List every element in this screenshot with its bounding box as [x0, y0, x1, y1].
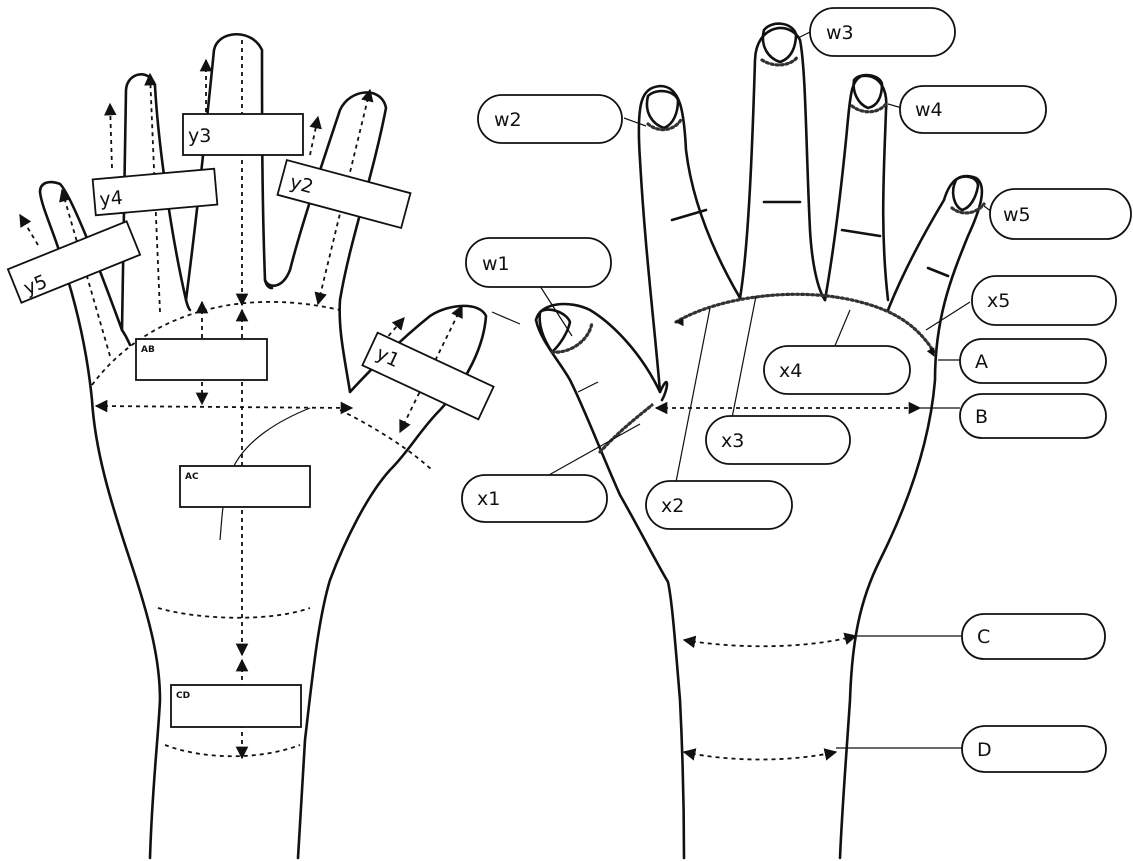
thumb-knuckle-mark: [577, 381, 599, 393]
svg-text:x1: x1: [477, 488, 500, 510]
finger-box-y3: y3: [182, 113, 304, 156]
svg-text:w2: w2: [494, 109, 522, 131]
thumb-nail-dots: [550, 320, 594, 354]
nail-dots-middle: [760, 54, 800, 67]
svg-text:x5: x5: [987, 290, 1010, 312]
svg-text:x4: x4: [779, 360, 802, 382]
label-x5: x5: [971, 275, 1117, 326]
label-x2: x2: [645, 480, 793, 530]
region-box-cd: CD: [170, 684, 302, 728]
svg-text:AC: AC: [185, 472, 199, 482]
back-thumb-outline: [534, 302, 669, 402]
leader-w1: [539, 285, 573, 337]
finger-gap-2: [184, 298, 192, 312]
finger-gap-3: [263, 278, 274, 290]
leader-x2: [675, 307, 711, 483]
finger-arrow-y1-b: [377, 317, 405, 349]
leader-x1: [539, 423, 641, 481]
finger-box-y4: y4: [91, 167, 219, 217]
label-w1: w1: [465, 237, 612, 288]
leader-w3: [797, 31, 811, 39]
svg-text:x2: x2: [661, 495, 684, 517]
finger-arrow-y5: [59, 188, 111, 357]
svg-text:y4: y4: [99, 187, 124, 211]
knuckle-mark-index: [670, 208, 708, 222]
palm-arc-d: [164, 744, 301, 758]
svg-text:x3: x3: [721, 430, 744, 452]
palm-hand-outline: [38, 33, 488, 860]
finger-box-y1: y1: [361, 331, 495, 421]
back-finger-middle: [738, 26, 827, 302]
label-x4: x4: [763, 345, 911, 395]
back-wrist-arrow-c: [682, 632, 858, 649]
svg-text:B: B: [975, 406, 988, 428]
svg-text:w3: w3: [826, 22, 854, 44]
palm-arc-c: [157, 607, 311, 619]
finger-box-y2: y2: [276, 158, 412, 230]
label-w4: w4: [899, 85, 1047, 134]
nail-ring: [852, 73, 884, 110]
label-a: A: [959, 338, 1107, 384]
nail-dots-ring: [850, 102, 888, 114]
svg-text:A: A: [975, 351, 988, 373]
thumb-base-line: [339, 409, 433, 471]
nail-index: [645, 89, 680, 130]
nail-dots-little: [950, 202, 986, 215]
back-thumb-lower: [534, 318, 686, 860]
back-thumb-base-arc: [598, 403, 654, 454]
finger-arrow-y2-b: [309, 115, 322, 156]
svg-text:w5: w5: [1003, 204, 1031, 226]
label-w5: w5: [989, 188, 1132, 240]
back-finger-little: [838, 174, 984, 860]
nail-dots-index: [646, 116, 684, 132]
label-x1: x1: [461, 474, 608, 523]
leader-x3: [731, 295, 757, 419]
label-c: C: [961, 613, 1106, 660]
label-d: D: [961, 725, 1107, 773]
finger-arrow-y5-b: [19, 213, 39, 246]
back-hand: w1 w2 w3 w4 w5 x5 A x4: [461, 7, 1132, 860]
knuckle-mark-ring: [840, 228, 882, 238]
back-arc-a-arrow-right: [926, 347, 935, 357]
finger-gap-1: [120, 328, 132, 347]
leader-x4: [833, 309, 851, 349]
svg-text:w1: w1: [482, 253, 510, 275]
palm-hand: y5 y4 y3 y2 y1 AB AC CD: [6, 33, 495, 860]
svg-text:AB: AB: [141, 345, 155, 355]
finger-arrow-y4-b: [104, 102, 117, 169]
back-knuckle-arc: [674, 292, 936, 354]
leader-w2: [623, 117, 647, 127]
label-w3: w3: [809, 7, 956, 57]
thumb-nail: [538, 308, 572, 354]
label-x3: x3: [705, 415, 851, 465]
svg-text:y3: y3: [188, 125, 211, 147]
finger-box-y5: y5: [6, 220, 142, 304]
svg-text:w4: w4: [915, 99, 943, 121]
palm-width-arrow: [94, 399, 354, 415]
svg-text:C: C: [977, 626, 990, 648]
leader-w1-b: [491, 311, 521, 325]
region-box-ac: AC: [179, 465, 311, 508]
knuckle-mark-little: [926, 266, 950, 278]
back-finger-index: [637, 84, 742, 394]
nail-little: [951, 175, 980, 212]
nail-middle: [761, 22, 798, 64]
label-w2: w2: [477, 94, 623, 144]
svg-text:D: D: [977, 739, 992, 761]
svg-text:CD: CD: [176, 691, 190, 701]
back-wrist-arrow-d: [682, 748, 838, 761]
leader-x5: [925, 301, 971, 331]
region-box-ab: AB: [135, 338, 268, 381]
palm-arc-a: [91, 300, 341, 386]
label-b: B: [959, 393, 1107, 439]
